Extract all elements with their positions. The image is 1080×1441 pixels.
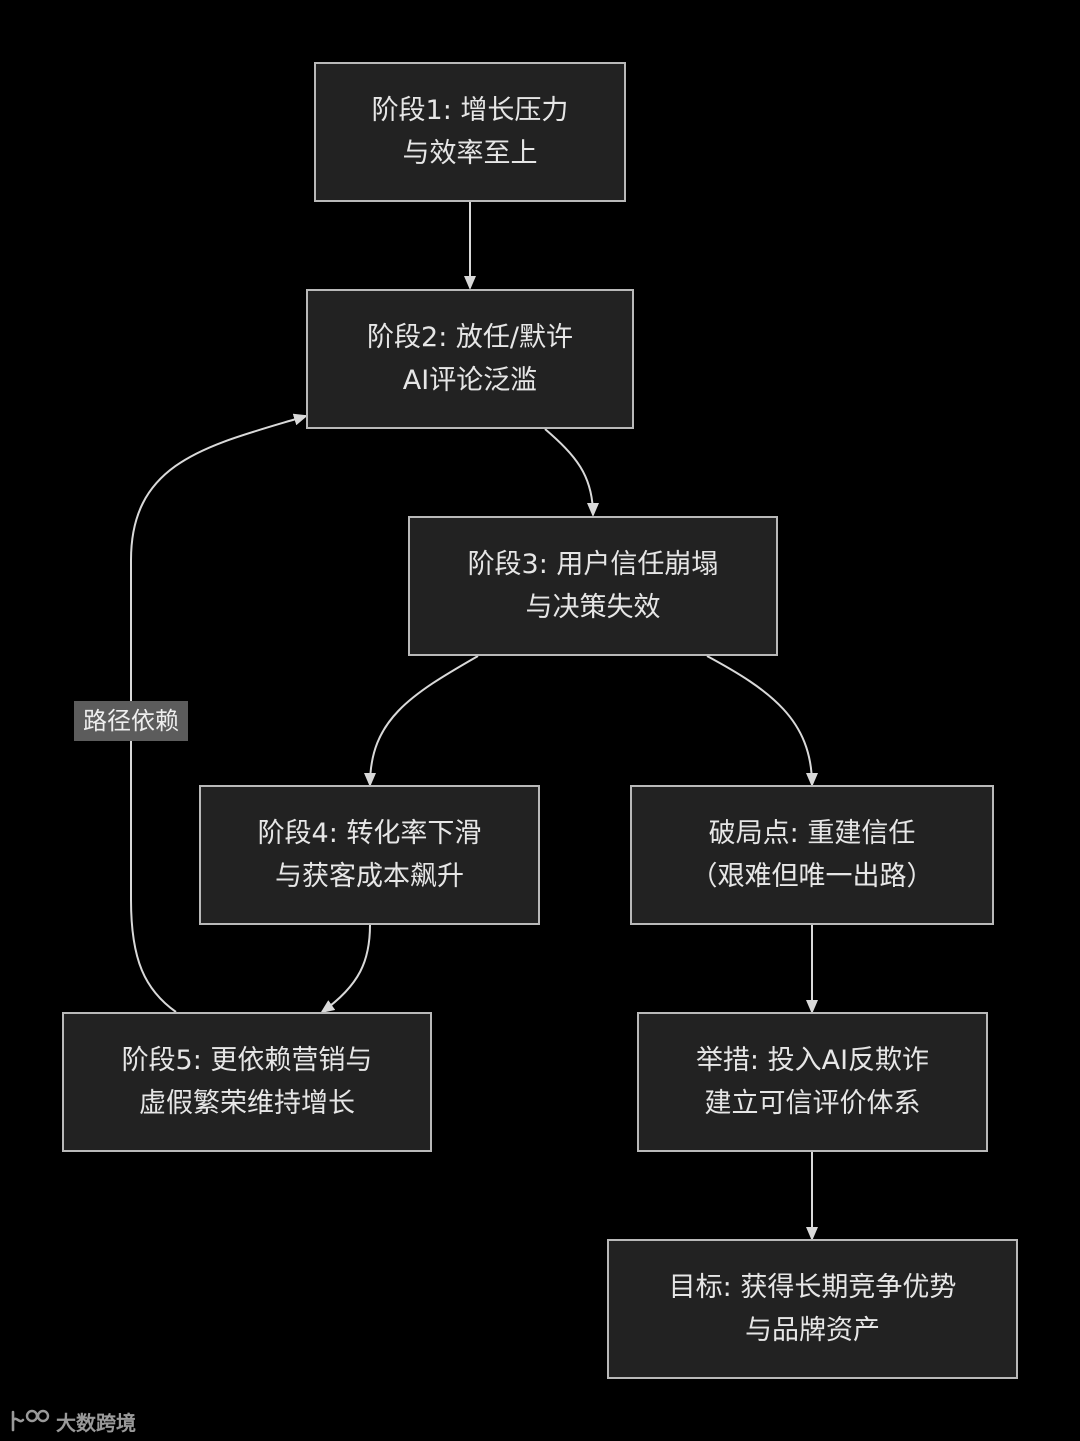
edge-stage3-breakpoint bbox=[706, 655, 818, 787]
node-stage5: 阶段5: 更依赖营销与 虚假繁荣维持增长 bbox=[62, 1012, 432, 1152]
node-stage1: 阶段1: 增长压力 与效率至上 bbox=[314, 62, 626, 202]
node-stage2: 阶段2: 放任/默许 AI评论泛滥 bbox=[306, 289, 634, 429]
node-stage2-line2: AI评论泛滥 bbox=[402, 365, 538, 396]
edge-stage3-stage4 bbox=[364, 655, 479, 787]
node-stage3-line2: 与决策失效 bbox=[525, 592, 661, 623]
node-stage3-line1: 阶段3: 用户信任崩塌 bbox=[467, 549, 719, 580]
edge-stage5-stage2 bbox=[130, 413, 308, 1013]
node-measure-line2: 建立可信评价体系 bbox=[704, 1088, 921, 1119]
node-stage1-line1: 阶段1: 增长压力 bbox=[371, 95, 569, 126]
node-stage3: 阶段3: 用户信任崩塌 与决策失效 bbox=[408, 516, 778, 656]
node-breakpoint: 破局点: 重建信任 （艰难但唯一出路） bbox=[630, 785, 994, 925]
node-goal-line2: 与品牌资产 bbox=[745, 1315, 880, 1346]
node-stage5-line1: 阶段5: 更依赖营销与 bbox=[121, 1045, 373, 1076]
edge-stage2-stage3 bbox=[544, 428, 599, 517]
node-goal-line1: 目标: 获得长期竞争优势 bbox=[668, 1272, 957, 1303]
node-stage1-line2: 与效率至上 bbox=[402, 138, 538, 169]
node-measure: 举措: 投入AI反欺诈 建立可信评价体系 bbox=[637, 1012, 988, 1152]
edge-stage4-stage5 bbox=[320, 924, 371, 1014]
node-stage2-line1: 阶段2: 放任/默许 bbox=[367, 322, 573, 353]
node-stage4-line2: 与获客成本飙升 bbox=[274, 861, 464, 892]
node-measure-line1: 举措: 投入AI反欺诈 bbox=[695, 1045, 930, 1076]
node-stage4: 阶段4: 转化率下滑 与获客成本飙升 bbox=[199, 785, 540, 925]
watermark-text: 大数跨境 bbox=[56, 1410, 136, 1435]
node-stage4-line1: 阶段4: 转化率下滑 bbox=[257, 818, 482, 849]
node-stage5-line2: 虚假繁荣维持增长 bbox=[138, 1088, 355, 1119]
node-breakpoint-line1: 破局点: 重建信任 bbox=[708, 818, 916, 849]
dashu-logo-icon bbox=[11, 1409, 50, 1432]
node-breakpoint-line2: （艰难但唯一出路） bbox=[690, 861, 934, 892]
watermark: 大数跨境 bbox=[10, 1404, 136, 1438]
edge-label-path-dependency: 路径依赖 bbox=[74, 701, 188, 741]
node-goal: 目标: 获得长期竞争优势 与品牌资产 bbox=[607, 1239, 1018, 1379]
